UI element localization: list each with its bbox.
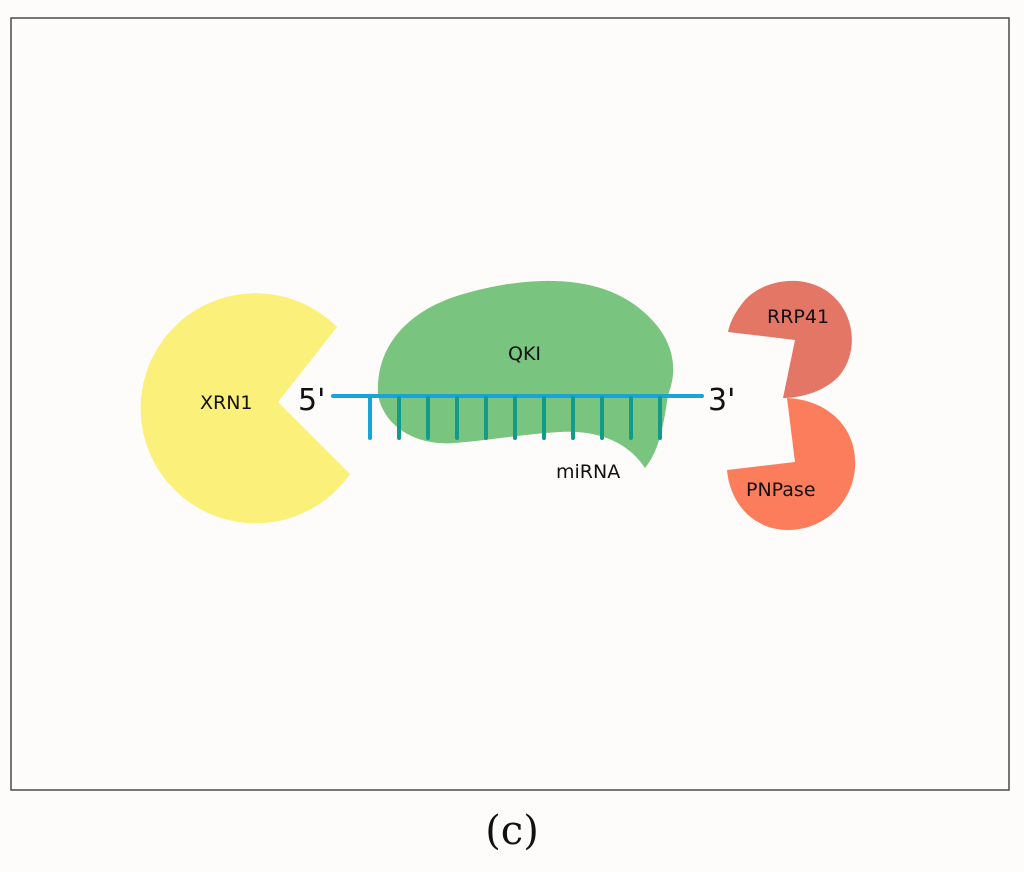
diagram-canvas: XRN1 QKI miRNA RRP41 PNPase 5' 3' <box>10 17 1010 791</box>
pnpase-enzyme-shape <box>727 398 856 530</box>
mirna-label: miRNA <box>556 461 620 483</box>
rrp41-label: RRP41 <box>767 306 829 328</box>
qki-protein-shape <box>377 280 674 468</box>
mirna-ticks <box>368 396 662 440</box>
figure-caption: (c) <box>485 808 539 854</box>
xrn1-label: XRN1 <box>200 392 253 414</box>
qki-label: QKI <box>508 343 541 365</box>
three-prime-label: 3' <box>708 383 735 418</box>
five-prime-label: 5' <box>298 383 325 418</box>
rrp41-enzyme-shape <box>728 280 852 398</box>
xrn1-enzyme-shape <box>140 293 350 524</box>
pnpase-label: PNPase <box>746 479 816 501</box>
